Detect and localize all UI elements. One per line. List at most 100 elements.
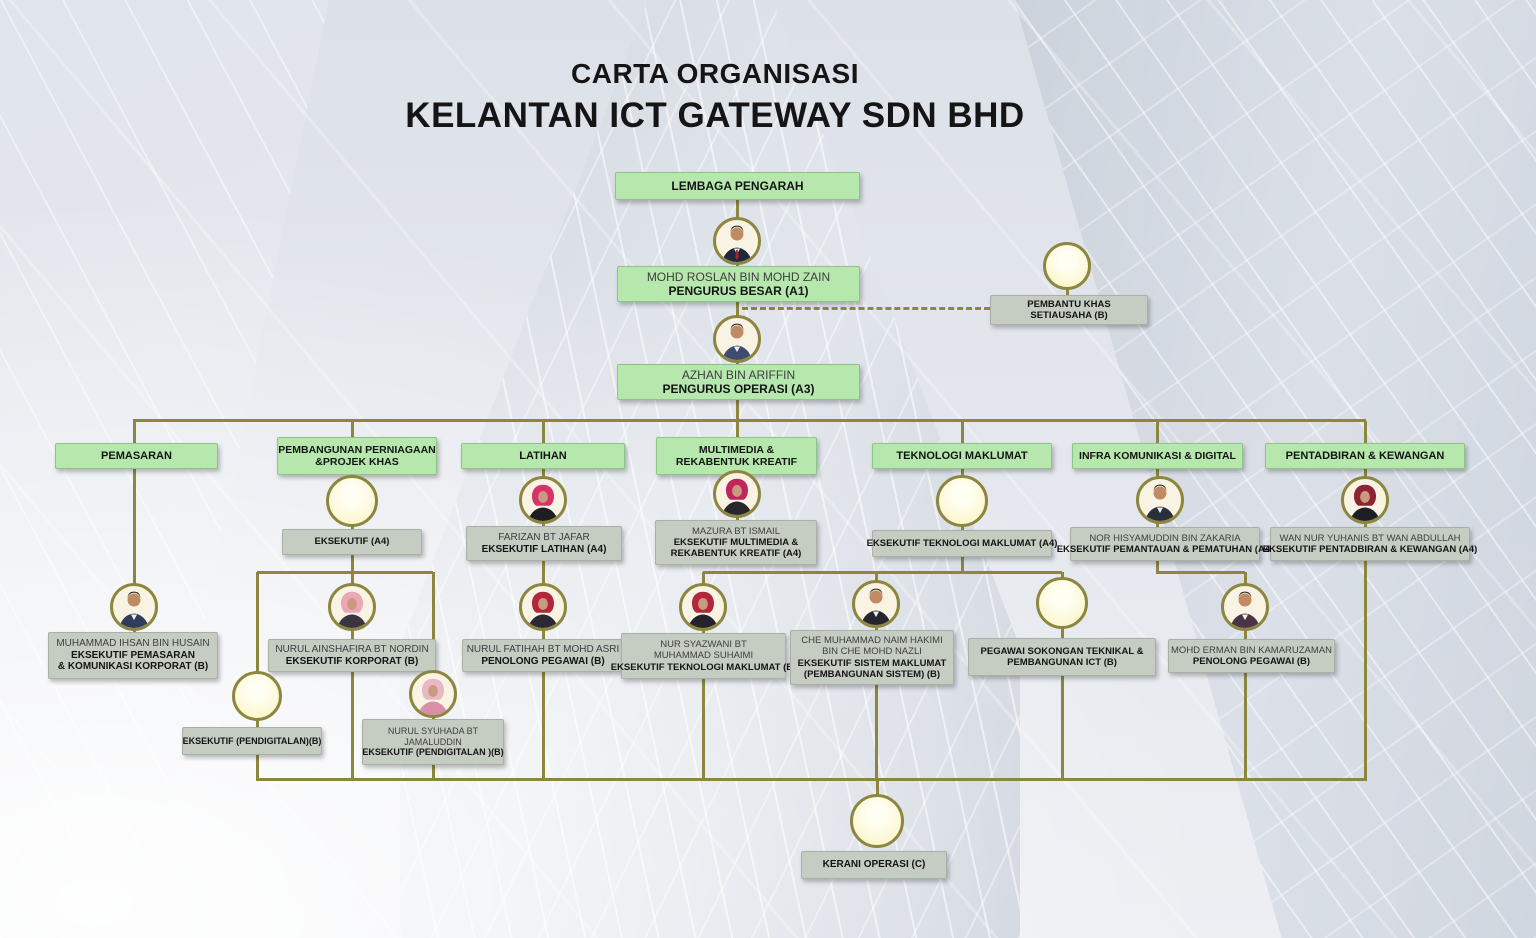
org-node-label: MUHAMMAD IHSAN BIN HUSAIN (56, 637, 210, 649)
connector-line (255, 755, 259, 781)
org-node-kerani: KERANI OPERASI (C) (801, 851, 947, 879)
org-node-label: LEMBAGA PENGARAH (671, 178, 804, 193)
org-node-label: EKSEKUTIF LATIHAN (A4) (481, 543, 607, 555)
org-node-dept-pentadbiran: PENTADBIRAN & KEWANGAN (1265, 443, 1465, 469)
org-node-label: MULTIMEDIA & (698, 443, 775, 456)
org-node-label: EKSEKUTIF TEKNOLOGI MAKLUMAT (B) (610, 661, 797, 673)
avatar-photo-fatihah (519, 583, 567, 631)
org-node-label: EKSEKUTIF PENTADBIRAN & KEWANGAN (A4) (1262, 544, 1478, 555)
org-node-label: EKSEKUTIF SISTEM MAKLUMAT (797, 657, 947, 669)
dashed-connector-line (742, 307, 990, 310)
org-node-label: AZHAN BIN ARIFFIN (681, 367, 796, 382)
connector-line (1155, 421, 1159, 443)
org-node-eksekutif-tm: EKSEKUTIF TEKNOLOGI MAKLUMAT (A4) (867, 530, 1057, 557)
org-node-dept-teknologi: TEKNOLOGI MAKLUMAT (872, 443, 1052, 469)
connector-line (703, 571, 1062, 574)
org-node-label: PEMBANTU KHAS (1027, 298, 1111, 310)
org-node-dept-infra: INFRA KOMUNIKASI & DIGITAL (1072, 443, 1243, 469)
org-node-label: FARIZAN BT JAFAR (498, 531, 590, 543)
org-node-dept-latihan: LATIHAN (461, 443, 625, 469)
org-node-label: EKSEKUTIF PEMASARAN (71, 649, 195, 661)
connector-line (960, 421, 964, 443)
connector-line (541, 672, 545, 781)
connector-line (1363, 561, 1367, 781)
org-node-label: KERANI OPERASI (C) (822, 859, 926, 871)
org-node-label: PEMBANGUNAN PERNIAGAAN (278, 443, 436, 456)
org-node-lembaga-pengarah: LEMBAGA PENGARAH (615, 172, 860, 200)
org-node-label: PENGURUS OPERASI (A3) (662, 382, 815, 396)
connector-line (350, 672, 354, 781)
connector-line (874, 685, 878, 781)
avatar-photo-pengurus-besar (713, 217, 761, 265)
org-node-label: EKSEKUTIF TEKNOLOGI MAKLUMAT (A4) (866, 537, 1058, 549)
org-node-pendigitalan: EKSEKUTIF (PENDIGITALAN)(B) (182, 727, 322, 755)
connector-line (960, 557, 964, 574)
connector-line (541, 421, 545, 443)
org-node-label: INFRA KOMUNIKASI & DIGITAL (1079, 449, 1236, 462)
org-node-label: PENOLONG PEGAWAI (B) (481, 655, 605, 667)
connector-line (1157, 571, 1245, 574)
vacant-position-circle-eksekutif-tm (936, 475, 988, 527)
org-node-label: EKSEKUTIF KORPORAT (B) (285, 655, 419, 667)
avatar-photo-syazwani (679, 583, 727, 631)
connector-line (350, 421, 354, 437)
connector-line (1065, 289, 1069, 296)
vacant-position-circle-kerani (850, 794, 904, 848)
avatar-photo-ainshafira (328, 583, 376, 631)
org-node-label: NURUL AINSHAFIRA BT NORDIN (275, 643, 429, 655)
org-node-label: EKSEKUTIF MULTIMEDIA & (673, 536, 799, 548)
org-node-label: (PEMBANGUNAN SISTEM) (B) (803, 668, 941, 680)
connector-line (1363, 421, 1367, 443)
org-node-label: REKABENTUK KREATIF (675, 456, 798, 468)
org-node-label: SETIAUSAHA (B) (1030, 310, 1108, 321)
connector-line (1155, 561, 1159, 574)
org-node-label: PENGURUS BESAR (A1) (668, 284, 809, 298)
org-node-label: WAN NUR YUHANIS BT WAN ABDULLAH (1279, 532, 1461, 544)
org-node-label: MOHD ROSLAN BIN MOHD ZAIN (646, 269, 831, 284)
org-node-dept-pembangunan: PEMBANGUNAN PERNIAGAAN&PROJEK KHAS (277, 437, 437, 475)
avatar-photo-pengurus-operasi (713, 315, 761, 363)
org-node-label: & KOMUNIKASI KORPORAT (B) (57, 661, 209, 673)
org-node-label: NOR HISYAMUDDIN BIN ZAKARIA (1089, 532, 1241, 544)
org-node-label: PEMBANGUNAN ICT (B) (1007, 657, 1117, 668)
company-name-title: KELANTAN ICT GATEWAY SDN BHD (405, 96, 1025, 135)
org-node-label: JAMALUDDIN (404, 736, 462, 747)
connector-line (1243, 673, 1247, 781)
avatar-photo-ihsan (110, 583, 158, 631)
avatar-photo-syuhada (409, 670, 457, 718)
org-node-label: PEMASARAN (101, 449, 172, 462)
org-node-label: PEGAWAI SOKONGAN TEKNIKAL & (980, 645, 1144, 657)
org-node-label: EKSEKUTIF (PENDIGITALAN)(B) (182, 735, 322, 746)
org-node-label: MOHD ERMAN BIN KAMARUZAMAN (1171, 644, 1332, 656)
org-node-label: LATIHAN (519, 449, 567, 462)
connector-line (350, 555, 354, 574)
org-node-label: EKSEKUTIF (A4) (314, 536, 390, 548)
connector-line (257, 571, 433, 574)
avatar-photo-wan-nur (1341, 476, 1389, 524)
org-node-label: TEKNOLOGI MAKLUMAT (896, 449, 1028, 462)
org-node-label: NURUL FATIHAH BT MOHD ASRI (466, 643, 620, 655)
org-node-label: PENOLONG PEGAWAI (B) (1192, 656, 1311, 667)
org-node-label: REKABENTUK KREATIF (A4) (670, 548, 802, 560)
org-node-eksekutif-a4: EKSEKUTIF (A4) (282, 529, 422, 555)
org-node-pegawai-sokongan: PEGAWAI SOKONGAN TEKNIKAL &PEMBANGUNAN I… (968, 638, 1156, 676)
connector-line (255, 572, 259, 727)
connector-line (701, 679, 705, 781)
vacant-position-circle-eksekutif-a4 (326, 475, 378, 527)
avatar-photo-che-naim (852, 580, 900, 628)
vacant-position-circle-pendigitalan (232, 671, 282, 721)
